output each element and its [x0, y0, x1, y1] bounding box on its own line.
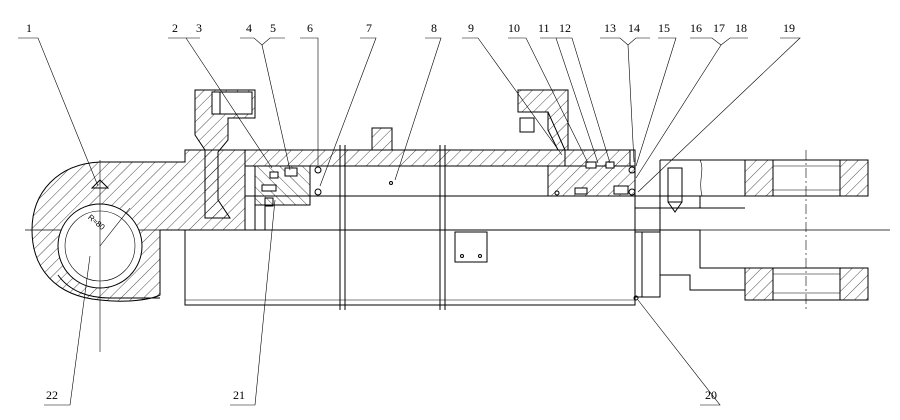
rear-eye-mount: R≈80 [31, 149, 246, 352]
callout-13: 13 [604, 21, 616, 35]
leader-lines [18, 37, 801, 406]
callout-3: 3 [196, 21, 202, 35]
callout-labels: 1 2 3 4 5 6 7 8 9 10 11 12 13 14 15 16 1… [26, 21, 795, 402]
rod-clevis [660, 150, 869, 310]
callout-4: 4 [246, 21, 252, 35]
callout-6: 6 [307, 21, 313, 35]
callout-7: 7 [366, 21, 372, 35]
callout-20: 20 [705, 388, 717, 402]
callout-17: 17 [713, 21, 725, 35]
callout-2: 2 [172, 21, 178, 35]
piston-rod [633, 160, 745, 301]
callout-8: 8 [431, 21, 437, 35]
callout-1: 1 [26, 21, 32, 35]
rear-port [194, 89, 256, 219]
callout-22: 22 [46, 388, 58, 402]
callout-14: 14 [628, 21, 640, 35]
callout-18: 18 [735, 21, 747, 35]
callout-16: 16 [690, 21, 702, 35]
callout-9: 9 [468, 21, 474, 35]
callout-11: 11 [538, 21, 550, 35]
callout-10: 10 [508, 21, 520, 35]
callout-12: 12 [559, 21, 571, 35]
front-gland [517, 89, 636, 197]
callout-5: 5 [270, 21, 276, 35]
callout-19: 19 [783, 21, 795, 35]
piston [244, 165, 322, 230]
cylinder-barrel [184, 127, 636, 310]
callout-21: 21 [233, 388, 245, 402]
callout-15: 15 [658, 21, 670, 35]
